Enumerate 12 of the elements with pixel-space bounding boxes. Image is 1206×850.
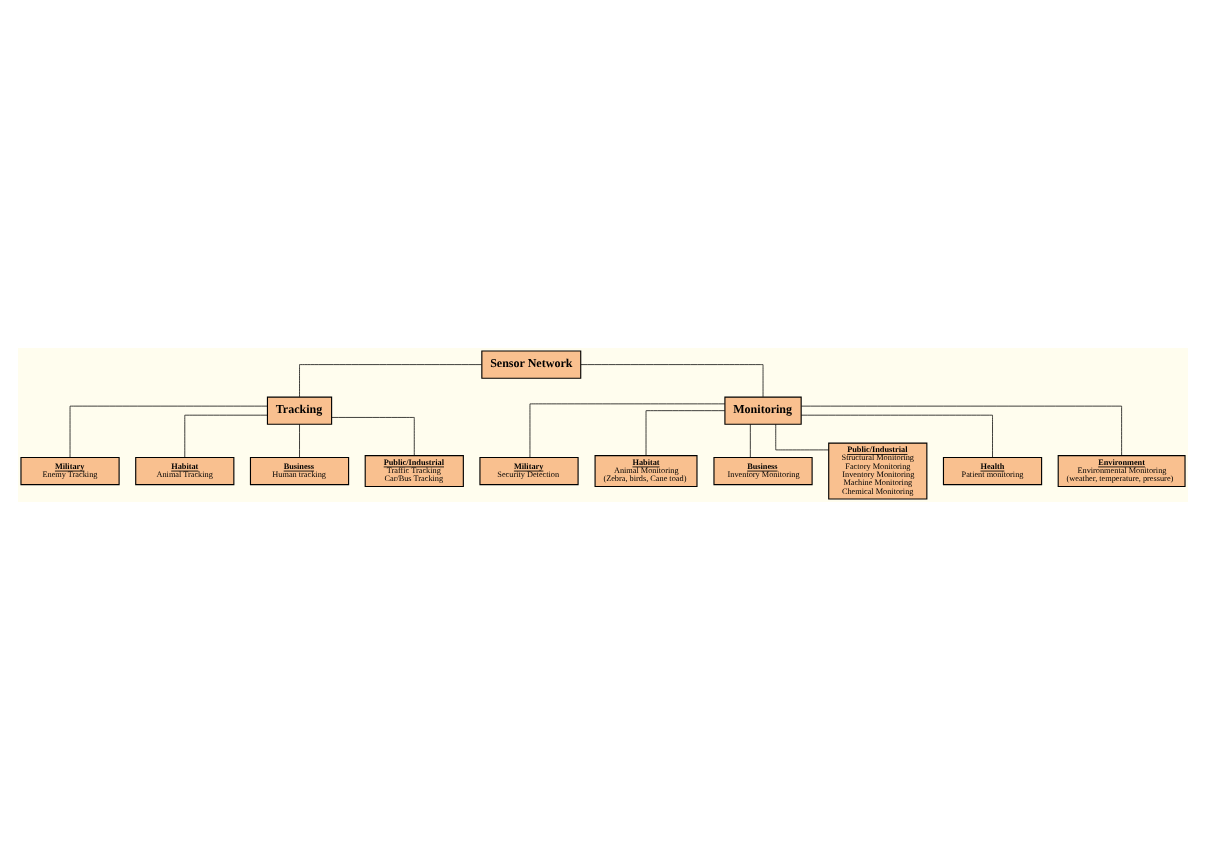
- connector: [69, 405, 268, 458]
- connector: [331, 417, 415, 456]
- connector: [749, 424, 751, 458]
- connector: [299, 424, 300, 458]
- connector: [529, 403, 726, 458]
- connector: [775, 424, 829, 451]
- connector: [645, 410, 726, 456]
- connector: [800, 414, 993, 458]
- connector: [580, 364, 764, 398]
- connector: [299, 364, 482, 398]
- connector: [801, 405, 1122, 456]
- connector: [184, 414, 268, 458]
